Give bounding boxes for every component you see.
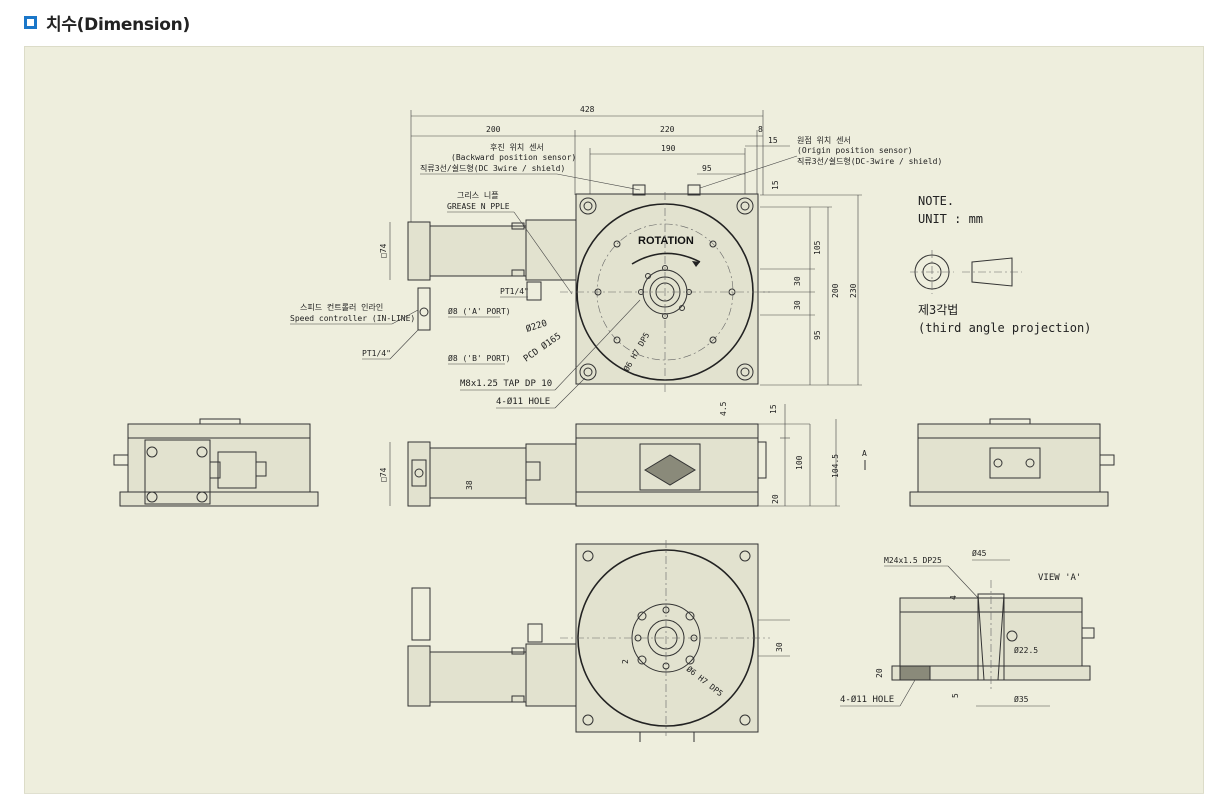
top-view: 428 200 220 8 190 95 15 후진 위치 센서 (Backwa… bbox=[290, 105, 942, 409]
dim-30a: 30 bbox=[793, 276, 802, 286]
a-port: Ø8 ('A' PORT) bbox=[448, 306, 511, 316]
pcd-165: PCD Ø165 bbox=[521, 331, 563, 365]
origin-sensor-en: (Origin position sensor) bbox=[797, 146, 913, 155]
front-view: □74 38 4.5 15 100 104.5 20 A bbox=[379, 401, 867, 507]
dim-mid: 220 bbox=[660, 125, 675, 134]
square-bullet-icon bbox=[24, 15, 37, 29]
backward-sensor-wire: 직류3선/쉴드형(DC 3wire / shield) bbox=[420, 163, 565, 173]
backward-sensor-kr: 후진 위치 센서 bbox=[490, 142, 544, 152]
square-74-front: □74 bbox=[379, 467, 388, 482]
dia-45: Ø45 bbox=[972, 548, 987, 558]
dim-left: 200 bbox=[486, 125, 501, 134]
dim-30b: 30 bbox=[793, 300, 802, 310]
dim-5-view-a: 5 bbox=[951, 693, 960, 698]
hole-label-view-a: 4-Ø11 HOLE bbox=[840, 694, 894, 705]
note-title: NOTE. bbox=[918, 194, 954, 208]
dia-22-5: Ø22.5 bbox=[1014, 645, 1038, 655]
dim-15-top: 15 bbox=[771, 180, 780, 190]
dim-100: 100 bbox=[795, 455, 804, 470]
m24-label: M24x1.5 DP25 bbox=[884, 556, 942, 565]
b-port: Ø8 ('B' PORT) bbox=[448, 353, 511, 363]
square-74-top: □74 bbox=[379, 243, 388, 258]
dia-220: Ø220 bbox=[525, 318, 549, 335]
dim-105: 105 bbox=[813, 240, 822, 255]
dim-overall: 428 bbox=[580, 105, 595, 114]
note-unit: UNIT : mm bbox=[918, 212, 983, 226]
right-side-view bbox=[909, 418, 1115, 507]
dim-200: 200 bbox=[831, 283, 840, 298]
speed-en: Speed controller (IN-LINE) bbox=[290, 314, 415, 323]
speed-kr: 스피드 컨트롤러 인라인 bbox=[300, 302, 383, 312]
dim-230: 230 bbox=[849, 283, 858, 298]
grease-kr: 그리스 니플 bbox=[457, 190, 499, 200]
dim-30-bottom: 30 bbox=[775, 642, 784, 652]
left-side-view bbox=[113, 418, 319, 507]
projection-kr: 제3각법 bbox=[918, 303, 958, 317]
view-a-section: VIEW 'A' M24x1.5 DP25 Ø45 4 Ø22.5 20 5 Ø… bbox=[840, 548, 1095, 707]
note-block: NOTE. UNIT : mm 제3각법 (third angle projec… bbox=[910, 194, 1091, 335]
dim-95: 95 bbox=[813, 330, 822, 340]
rotation-label: ROTATION bbox=[638, 235, 694, 247]
panel-footer-strip bbox=[24, 793, 1204, 808]
tap-label: M8x1.25 TAP DP 10 bbox=[460, 379, 552, 389]
dim-4-5: 4.5 bbox=[719, 401, 728, 416]
dim-edge: 15 bbox=[768, 136, 778, 145]
hole-label-top: 4-Ø11 HOLE bbox=[496, 396, 550, 407]
dim-2-bottom: 2 bbox=[621, 659, 630, 664]
dim-20-front: 20 bbox=[771, 494, 780, 504]
view-a-title: VIEW 'A' bbox=[1038, 573, 1081, 583]
origin-sensor-kr: 원점 위치 센서 bbox=[797, 135, 851, 145]
bottom-view: 2 30 Ø6 H7 DP5 bbox=[407, 540, 790, 742]
dim-20-view-a: 20 bbox=[875, 668, 884, 678]
pt14-b: PT1/4" bbox=[362, 349, 391, 358]
projection-en: (third angle projection) bbox=[918, 321, 1091, 335]
section-title: 치수(Dimension) bbox=[46, 14, 190, 35]
dim-104-5: 104.5 bbox=[831, 454, 840, 478]
dim-15-front: 15 bbox=[769, 404, 778, 414]
pt14-a: PT1/4" bbox=[500, 287, 529, 296]
origin-sensor-wire: 직류3선/쉴드형(DC-3wire / shield) bbox=[797, 156, 942, 166]
dim-4-view-a: 4 bbox=[949, 595, 958, 600]
dim-sensor-offset: 95 bbox=[702, 164, 712, 173]
backward-sensor-en: (Backward position sensor) bbox=[451, 153, 576, 162]
dim-right-small: 8 bbox=[758, 125, 763, 134]
dim-inner: 190 bbox=[661, 144, 676, 153]
view-arrow-label: A bbox=[862, 449, 867, 458]
grease-en: GREASE N PPLE bbox=[447, 202, 510, 211]
dia-35: Ø35 bbox=[1014, 694, 1029, 704]
section-heading: 치수(Dimension) bbox=[24, 10, 190, 35]
dim-38: 38 bbox=[465, 480, 474, 490]
